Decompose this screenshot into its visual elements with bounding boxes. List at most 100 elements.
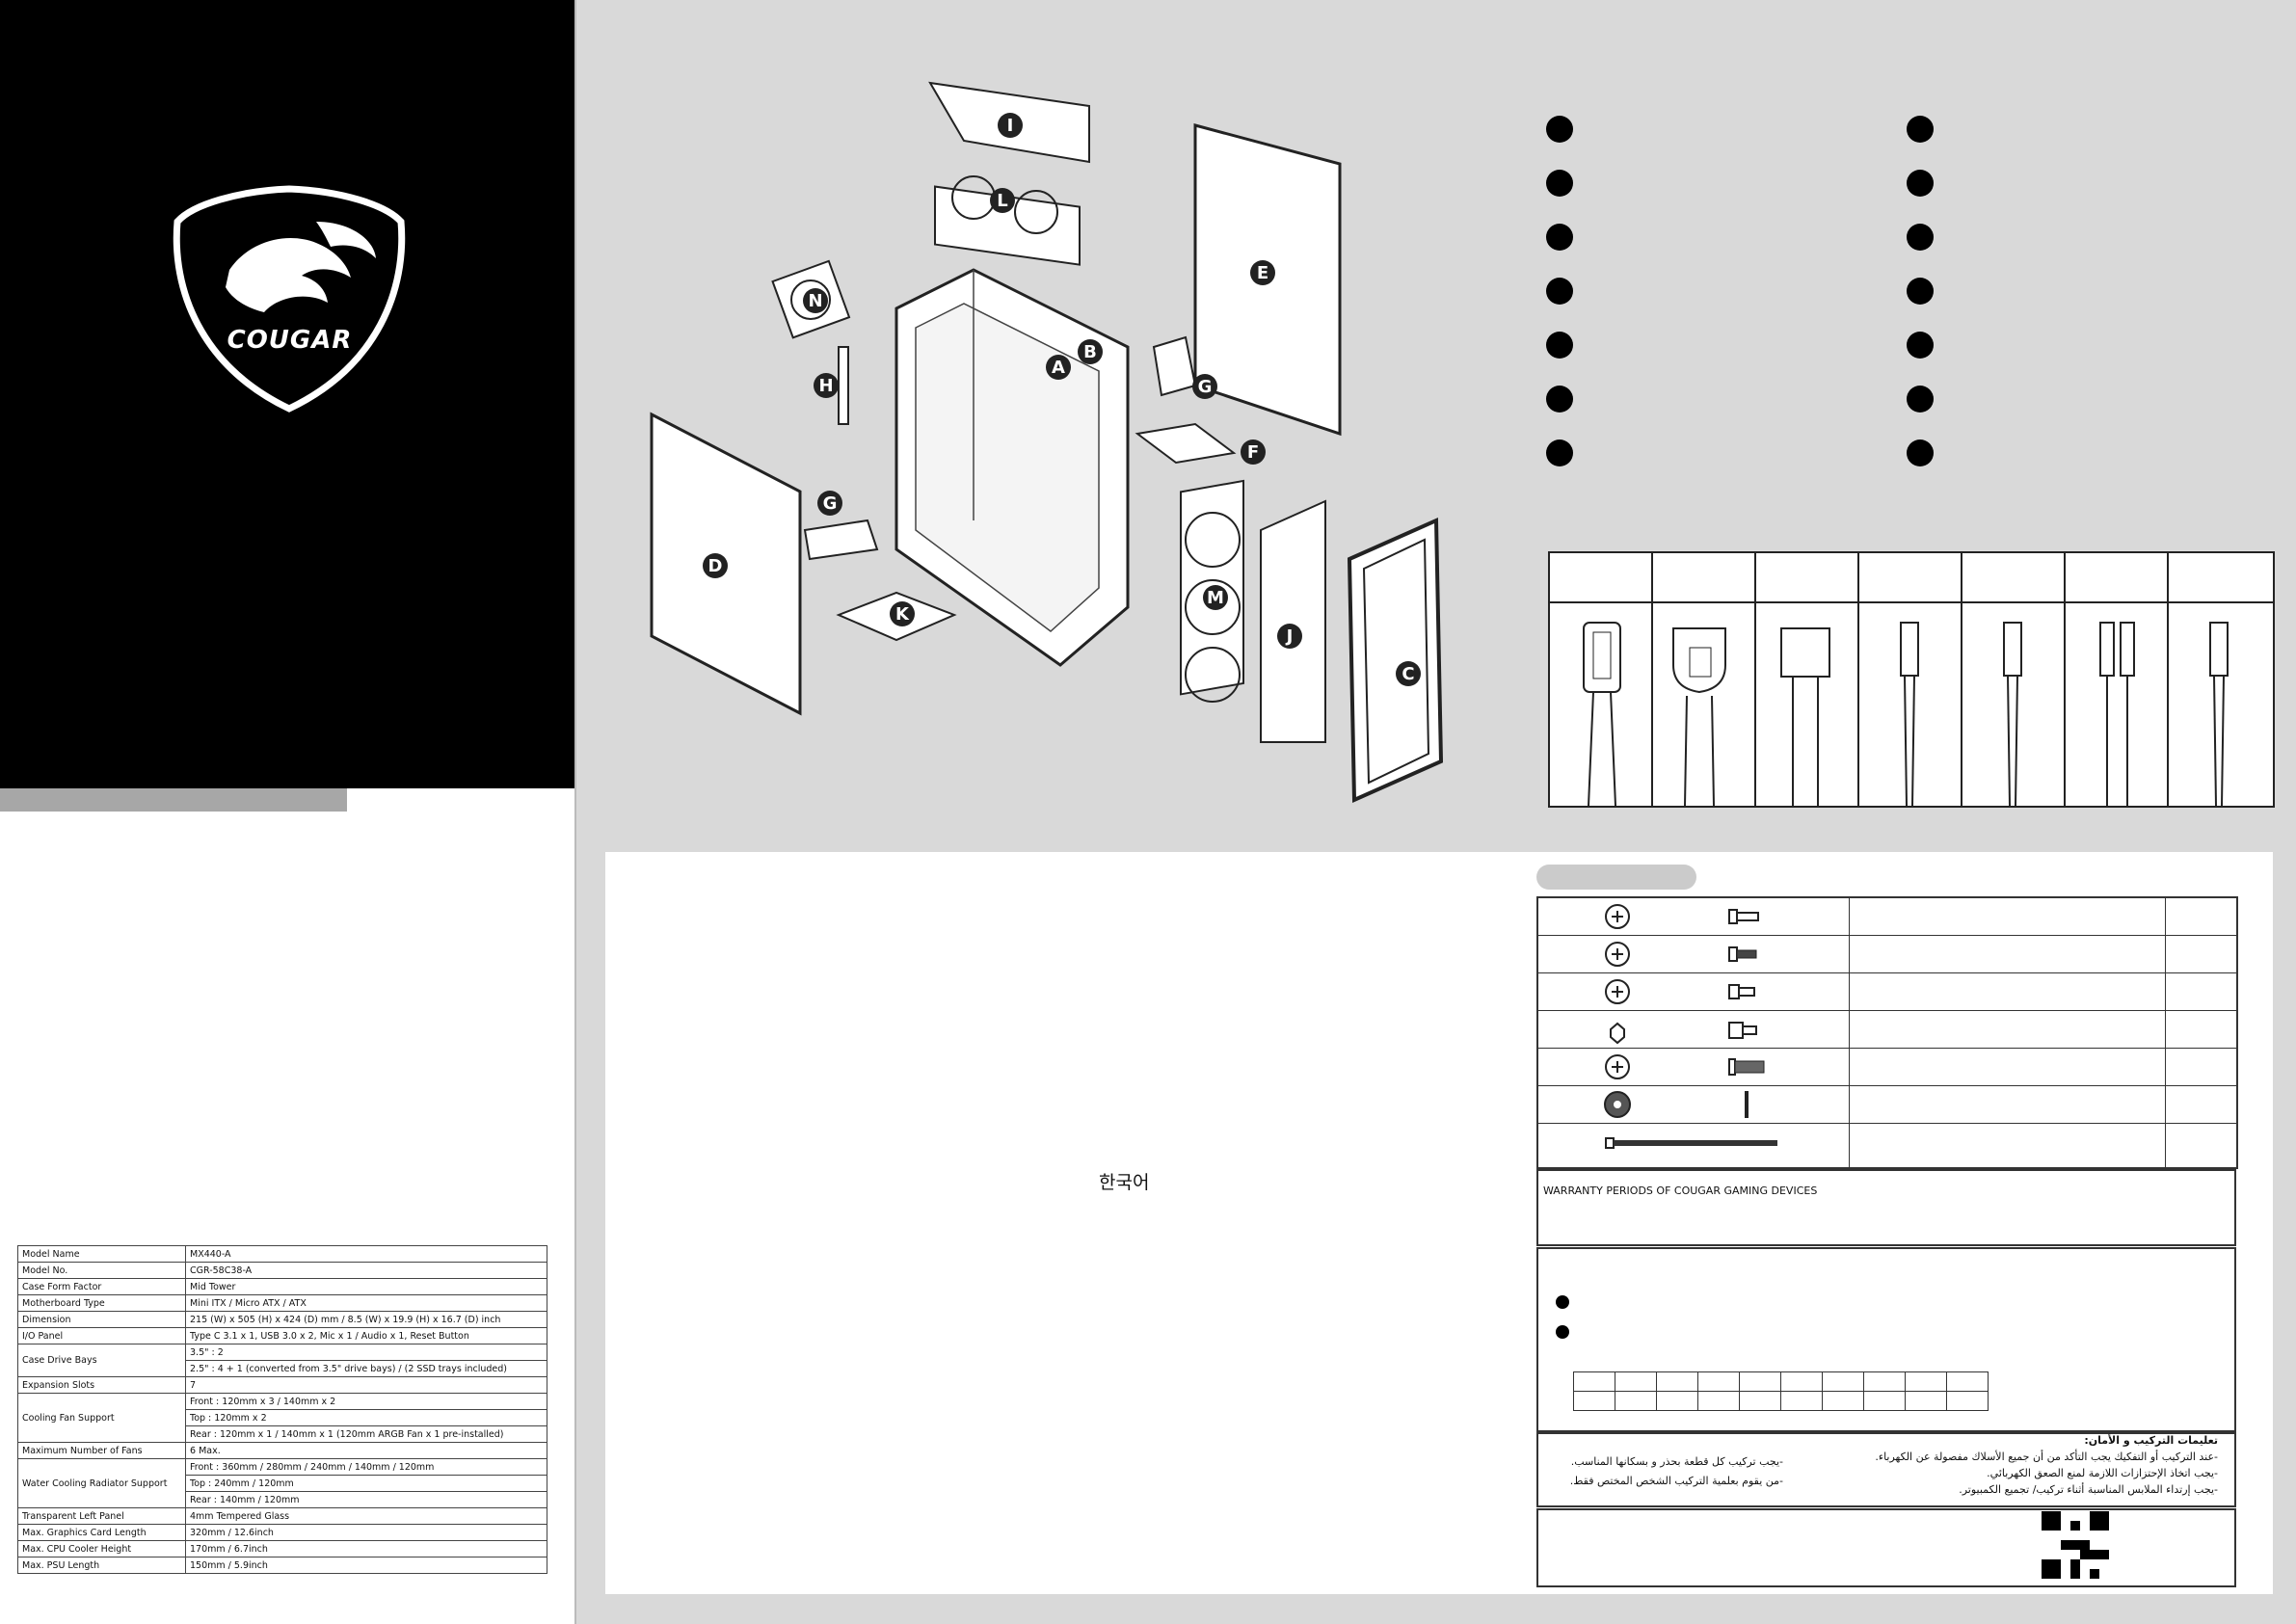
diagram-label-H: H [814, 373, 839, 398]
arabic-right-line-2: -يجب اتخاذ الإحتزازات اللازمة لمنع الصعق… [1987, 1467, 2218, 1479]
bullet-dot [1546, 278, 1573, 305]
warranty-grid [1573, 1371, 1989, 1411]
diagram-label-D: D [703, 553, 728, 578]
spec-value: 3.5" : 2 [185, 1344, 547, 1361]
spec-key: Case Drive Bays [17, 1344, 186, 1377]
svg-text:G: G [1198, 377, 1213, 397]
cougar-shield-logo [173, 185, 406, 413]
exploded-case-diagram: I L N E B A G H F D G M J K C [650, 81, 1444, 804]
spec-key: Water Cooling Radiator Support [17, 1458, 186, 1508]
spec-value: 4mm Tempered Glass [185, 1507, 547, 1525]
screw-head-icon [1605, 942, 1757, 967]
spec-key: Model No. [17, 1262, 186, 1279]
screw-head-icon [1605, 979, 1755, 1004]
reset-sw-icon [1900, 622, 1919, 806]
spec-key: Maximum Number of Fans [17, 1442, 186, 1459]
manual-text-area [605, 852, 2273, 1594]
diagram-label-M: M [1203, 585, 1228, 610]
bullet-dot [1546, 332, 1573, 359]
bullet-dot [1546, 224, 1573, 251]
diagram-label-B: B [1078, 339, 1103, 364]
spec-value: Front : 120mm x 3 / 140mm x 2 [185, 1393, 547, 1410]
svg-text:M: M [1207, 588, 1224, 608]
spec-value: 150mm / 5.9inch [185, 1557, 547, 1574]
spec-value: Rear : 120mm x 1 / 140mm x 1 (120mm ARGB… [185, 1425, 547, 1443]
spec-value: 2.5" : 4 + 1 (converted from 3.5" drive … [185, 1360, 547, 1377]
bullet-dot [1907, 386, 1934, 413]
warranty-title: WARRANTY PERIODS OF COUGAR GAMING DEVICE… [1543, 1185, 1818, 1197]
spec-key: Cooling Fan Support [17, 1393, 186, 1443]
usb-c-header-icon [1583, 622, 1621, 806]
spec-key: Motherboard Type [17, 1294, 186, 1312]
svg-text:N: N [808, 291, 822, 311]
spec-key: Dimension [17, 1311, 186, 1328]
spec-value: Type C 3.1 x 1, USB 3.0 x 2, Mic x 1 / A… [185, 1327, 547, 1344]
svg-text:B: B [1083, 342, 1097, 362]
svg-text:I: I [1007, 116, 1014, 136]
svg-text:K: K [895, 604, 910, 625]
cover-black-panel [0, 0, 575, 788]
svg-text:L: L [997, 191, 1007, 211]
spec-key: Expansion Slots [17, 1376, 186, 1394]
spec-key: Case Form Factor [17, 1278, 186, 1295]
usb3-header-icon [1672, 627, 1726, 806]
hd-audio-header-icon [1780, 627, 1830, 806]
diagram-label-K: K [890, 601, 915, 626]
cougar-head-icon [226, 238, 351, 312]
qr-box [1536, 1508, 2236, 1587]
spec-value: 320mm / 12.6inch [185, 1524, 547, 1541]
spec-value: CGR-58C38-A [185, 1262, 547, 1279]
spec-value: MX440-A [185, 1245, 547, 1263]
diagram-label-C: C [1396, 661, 1421, 686]
spec-key: Transparent Left Panel [17, 1507, 186, 1525]
bullet-dot [1546, 439, 1573, 466]
svg-text:D: D [708, 556, 723, 576]
washer-icon [1604, 1091, 1749, 1118]
diagram-label-L: L [990, 188, 1015, 213]
bullet-dot [1907, 170, 1934, 197]
svg-text:G: G [823, 493, 838, 514]
accessory-pill [1536, 865, 1696, 890]
spec-value: Top : 120mm x 2 [185, 1409, 547, 1426]
logo-wordmark: COUGAR [227, 326, 353, 355]
bullet-dot [1907, 332, 1934, 359]
svg-text:C: C [1402, 664, 1414, 684]
bullet-dot [1907, 439, 1934, 466]
arabic-heading: تعليمات التركيب و الأمان: [2084, 1434, 2218, 1447]
connector-illustrations [1583, 622, 2229, 806]
spec-key: Model Name [17, 1245, 186, 1263]
diagram-label-F: F [1241, 439, 1266, 465]
bullet-dot [1546, 116, 1573, 143]
svg-text:E: E [1257, 263, 1268, 283]
bullet-dot [1907, 116, 1934, 143]
arabic-right-line-3: -يجب إرتداء الملابس المناسبة أثناء تركيب… [1959, 1483, 2218, 1496]
spec-key: I/O Panel [17, 1327, 186, 1344]
led-connector-icon [2099, 622, 2135, 806]
hdd-led-icon [2209, 622, 2229, 806]
diagram-label-G-left: G [817, 491, 842, 516]
spec-value: 7 [185, 1376, 547, 1394]
bullet-dot [1907, 224, 1934, 251]
spec-value: Rear : 140mm / 120mm [185, 1491, 547, 1508]
screw-head-icon [1605, 904, 1759, 929]
diagram-label-J: J [1277, 624, 1302, 649]
connector-table [1548, 551, 2275, 808]
arabic-safety-box [1536, 1432, 2236, 1507]
diagram-label-G-right: G [1192, 374, 1217, 399]
fan-screw-icon [1605, 1054, 1765, 1079]
spec-value: Top : 240mm / 120mm [185, 1475, 547, 1492]
spec-value: Mini ITX / Micro ATX / ATX [185, 1294, 547, 1312]
arabic-left-line-1: -يجب تركيب كل قطعة بحذر و بسكانها المناس… [1570, 1455, 1783, 1468]
svg-text:A: A [1052, 358, 1065, 378]
accessory-parts-list [1536, 896, 2238, 1169]
